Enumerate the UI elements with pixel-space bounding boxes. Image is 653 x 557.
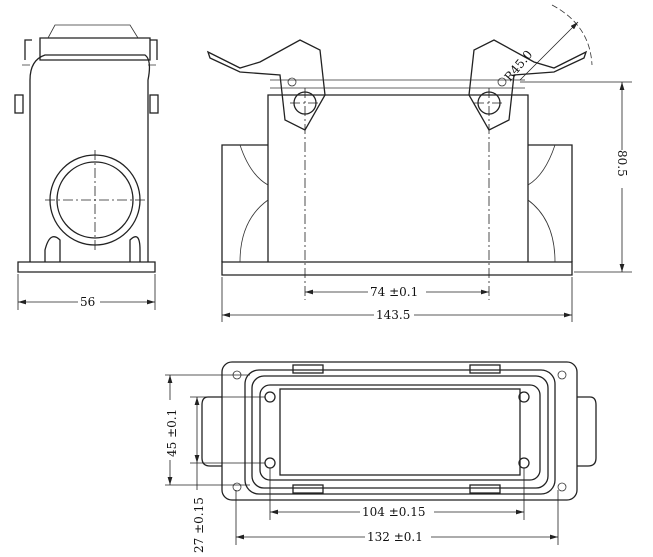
pin-spacing-dimension: 74 ±0.1: [370, 285, 418, 299]
inner-length-dimension: 104 ±0.15: [362, 505, 426, 519]
overall-length-dimension: 143.5: [376, 308, 410, 322]
outer-length-dimension: 132 ±0.1: [367, 530, 423, 544]
outer-height-dimension: 45 ±0.1: [165, 409, 179, 457]
height-dimension: 80.5: [615, 150, 629, 177]
top-view: 45 ±0.1 27 ±0.15 104 ±0.15 132 ±0.1: [164, 361, 597, 553]
inner-height-dimension: 27 ±0.15: [192, 497, 206, 553]
side-view: 56: [14, 24, 159, 310]
side-width-dimension: 56: [80, 295, 95, 309]
front-view: R45.0 74 ±0.1 143.5 80.5: [206, 4, 632, 322]
